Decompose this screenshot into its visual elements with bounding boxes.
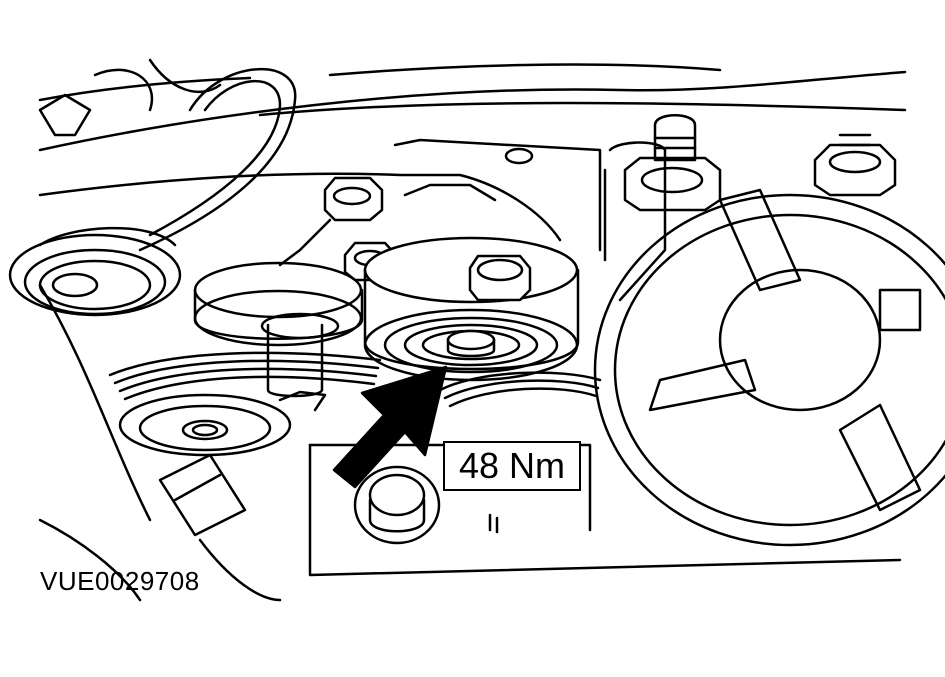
lower-bolt: [353, 465, 441, 545]
pointer-arrow: [332, 365, 448, 489]
stud-bolt-right: [623, 114, 722, 212]
right-bracket: [603, 141, 667, 302]
drive-belt: [108, 351, 602, 408]
stud-bolt-far-right: [813, 133, 897, 197]
alternator-fan: [593, 188, 945, 547]
figure-reference-code: VUE0029708: [40, 566, 200, 596]
tensioner-pulley: [363, 236, 580, 382]
bracket-bolt-upper: [323, 176, 384, 222]
tensioner-top-bolt: [468, 254, 532, 302]
wiring-harness: [38, 58, 297, 252]
lower-mounting-plate: [308, 443, 902, 577]
engine-cover: [38, 63, 907, 152]
idler-pulley: [193, 261, 364, 398]
crankshaft-pulley: [8, 226, 182, 317]
lower-pulley: [118, 390, 327, 457]
mounting-bracket: [38, 138, 602, 267]
electrical-connector: [38, 283, 282, 602]
torque-callout: 48 Nm: [443, 441, 581, 491]
